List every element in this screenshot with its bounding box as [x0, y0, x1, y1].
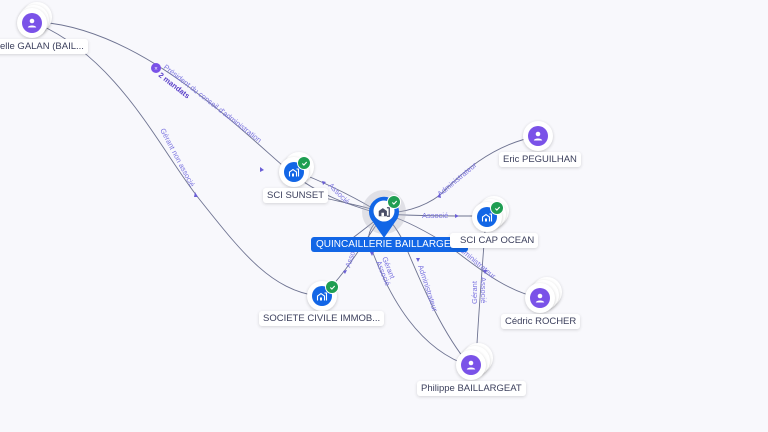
verified-icon [387, 195, 401, 209]
arrow-icon [437, 193, 441, 198]
node-label[interactable]: SOCIETE CIVILE IMMOB... [259, 311, 385, 326]
edge-philippe-main-a [368, 213, 471, 367]
edge-eric-main [383, 135, 539, 215]
arrow-icon [322, 181, 326, 185]
badge-close-glyph: × [154, 67, 158, 73]
arrow-icon [260, 167, 264, 172]
edge-cedric-main [383, 213, 541, 299]
verified-icon [297, 156, 311, 170]
edge-label: Gérant non associé [158, 127, 196, 189]
node-label[interactable]: elle GALAN (BAIL... [0, 39, 88, 54]
arrow-icon [194, 192, 198, 197]
arrow-icon [416, 258, 420, 262]
node-label[interactable]: Eric PEGUILHAN [499, 152, 581, 167]
verified-icon [325, 280, 339, 294]
person-icon [22, 13, 42, 33]
arrow-icon [455, 214, 459, 218]
node-circle[interactable] [17, 8, 47, 38]
node-circle[interactable] [523, 121, 553, 151]
verified-icon [490, 201, 504, 215]
node-circle[interactable] [456, 350, 486, 380]
node-label[interactable]: Cédric ROCHER [501, 314, 581, 329]
node-label[interactable]: Philippe BAILLARGEAT [417, 381, 526, 396]
edge-label: Associé [327, 181, 352, 206]
person-icon [530, 288, 550, 308]
edge-label: Administrateur [436, 160, 479, 198]
edge-label: Gérant [470, 280, 479, 304]
edge-label: Associé [479, 277, 488, 303]
edge-label: Administrateur [416, 264, 440, 313]
arrow-icon [370, 252, 374, 256]
edge-label: Président du conseil d'administration [162, 62, 264, 144]
node-label[interactable]: SCI CAP OCEAN [450, 233, 539, 248]
arrow-icon [343, 270, 347, 274]
node-label[interactable]: SCI SUNSET [263, 188, 329, 203]
mandates-badge-icon[interactable] [151, 63, 161, 73]
person-icon [528, 126, 548, 146]
arrow-icon [483, 270, 487, 274]
node-circle[interactable] [525, 283, 555, 313]
edge-label: Associé [422, 211, 448, 220]
person-icon [461, 355, 481, 375]
node-label-selected[interactable]: QUINCAILLERIE BAILLARGEAT [311, 237, 468, 252]
building-icon [378, 207, 390, 217]
